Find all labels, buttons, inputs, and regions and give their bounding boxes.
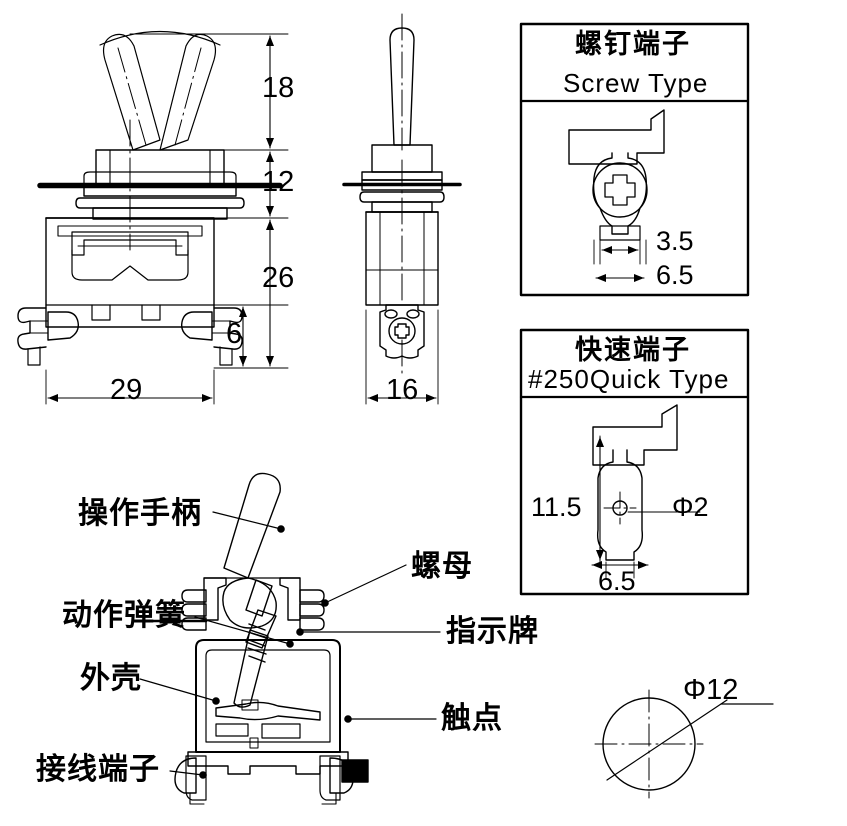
callout-spring: 动作弹簧: [62, 598, 186, 633]
dimension-label-6-5-screw: 6.5: [656, 260, 694, 290]
quick-type-title-en: #250Quick Type: [528, 364, 730, 394]
callout-terminal: 接线端子: [36, 752, 160, 787]
front-view-geometry: [17, 30, 283, 366]
dimension-label-6-5-quick: 6.5: [598, 566, 636, 596]
quick-type-terminal-geometry: [592, 404, 678, 561]
cutaway-view-geometry: [146, 472, 369, 805]
callout-contact: 触点: [441, 701, 503, 736]
screw-type-terminal-geometry: [568, 109, 665, 241]
callout-housing: 外壳: [80, 661, 142, 696]
dimension-label-16: 16: [386, 374, 419, 406]
side-view-geometry: [342, 13, 462, 376]
dimension-label-29: 29: [110, 374, 143, 406]
quick-type-dimensions: [591, 435, 701, 579]
callout-nut: 螺母: [411, 549, 473, 584]
screw-type-panel-frame: [519, 22, 750, 297]
quick-type-panel-frame: [519, 328, 750, 596]
dimension-label-12: 12: [262, 166, 295, 198]
mounting-hole-geometry: [594, 689, 774, 799]
dimension-label-26: 26: [262, 262, 295, 294]
dimension-label-3-5: 3.5: [656, 226, 694, 256]
screw-type-title-en: Screw Type: [563, 68, 709, 98]
dimension-label-11-5: 11.5: [531, 492, 582, 522]
screw-type-dimensions: [593, 235, 647, 282]
dimension-label-6: 6: [226, 318, 243, 350]
dimension-label-18: 18: [262, 72, 295, 104]
callout-plate: 指示牌: [446, 614, 539, 649]
front-view-dimensions: [45, 33, 289, 405]
cutaway-leader-lines: [139, 511, 441, 779]
dimension-label-phi-12: Φ12: [683, 674, 739, 706]
quick-type-title-cn: 快速端子: [575, 335, 691, 366]
screw-type-title-cn: 螺钉端子: [575, 29, 691, 60]
side-view-dimensions: [365, 309, 439, 405]
callout-handle: 操作手柄: [78, 496, 202, 531]
dimension-label-phi-2: Φ2: [672, 492, 709, 522]
